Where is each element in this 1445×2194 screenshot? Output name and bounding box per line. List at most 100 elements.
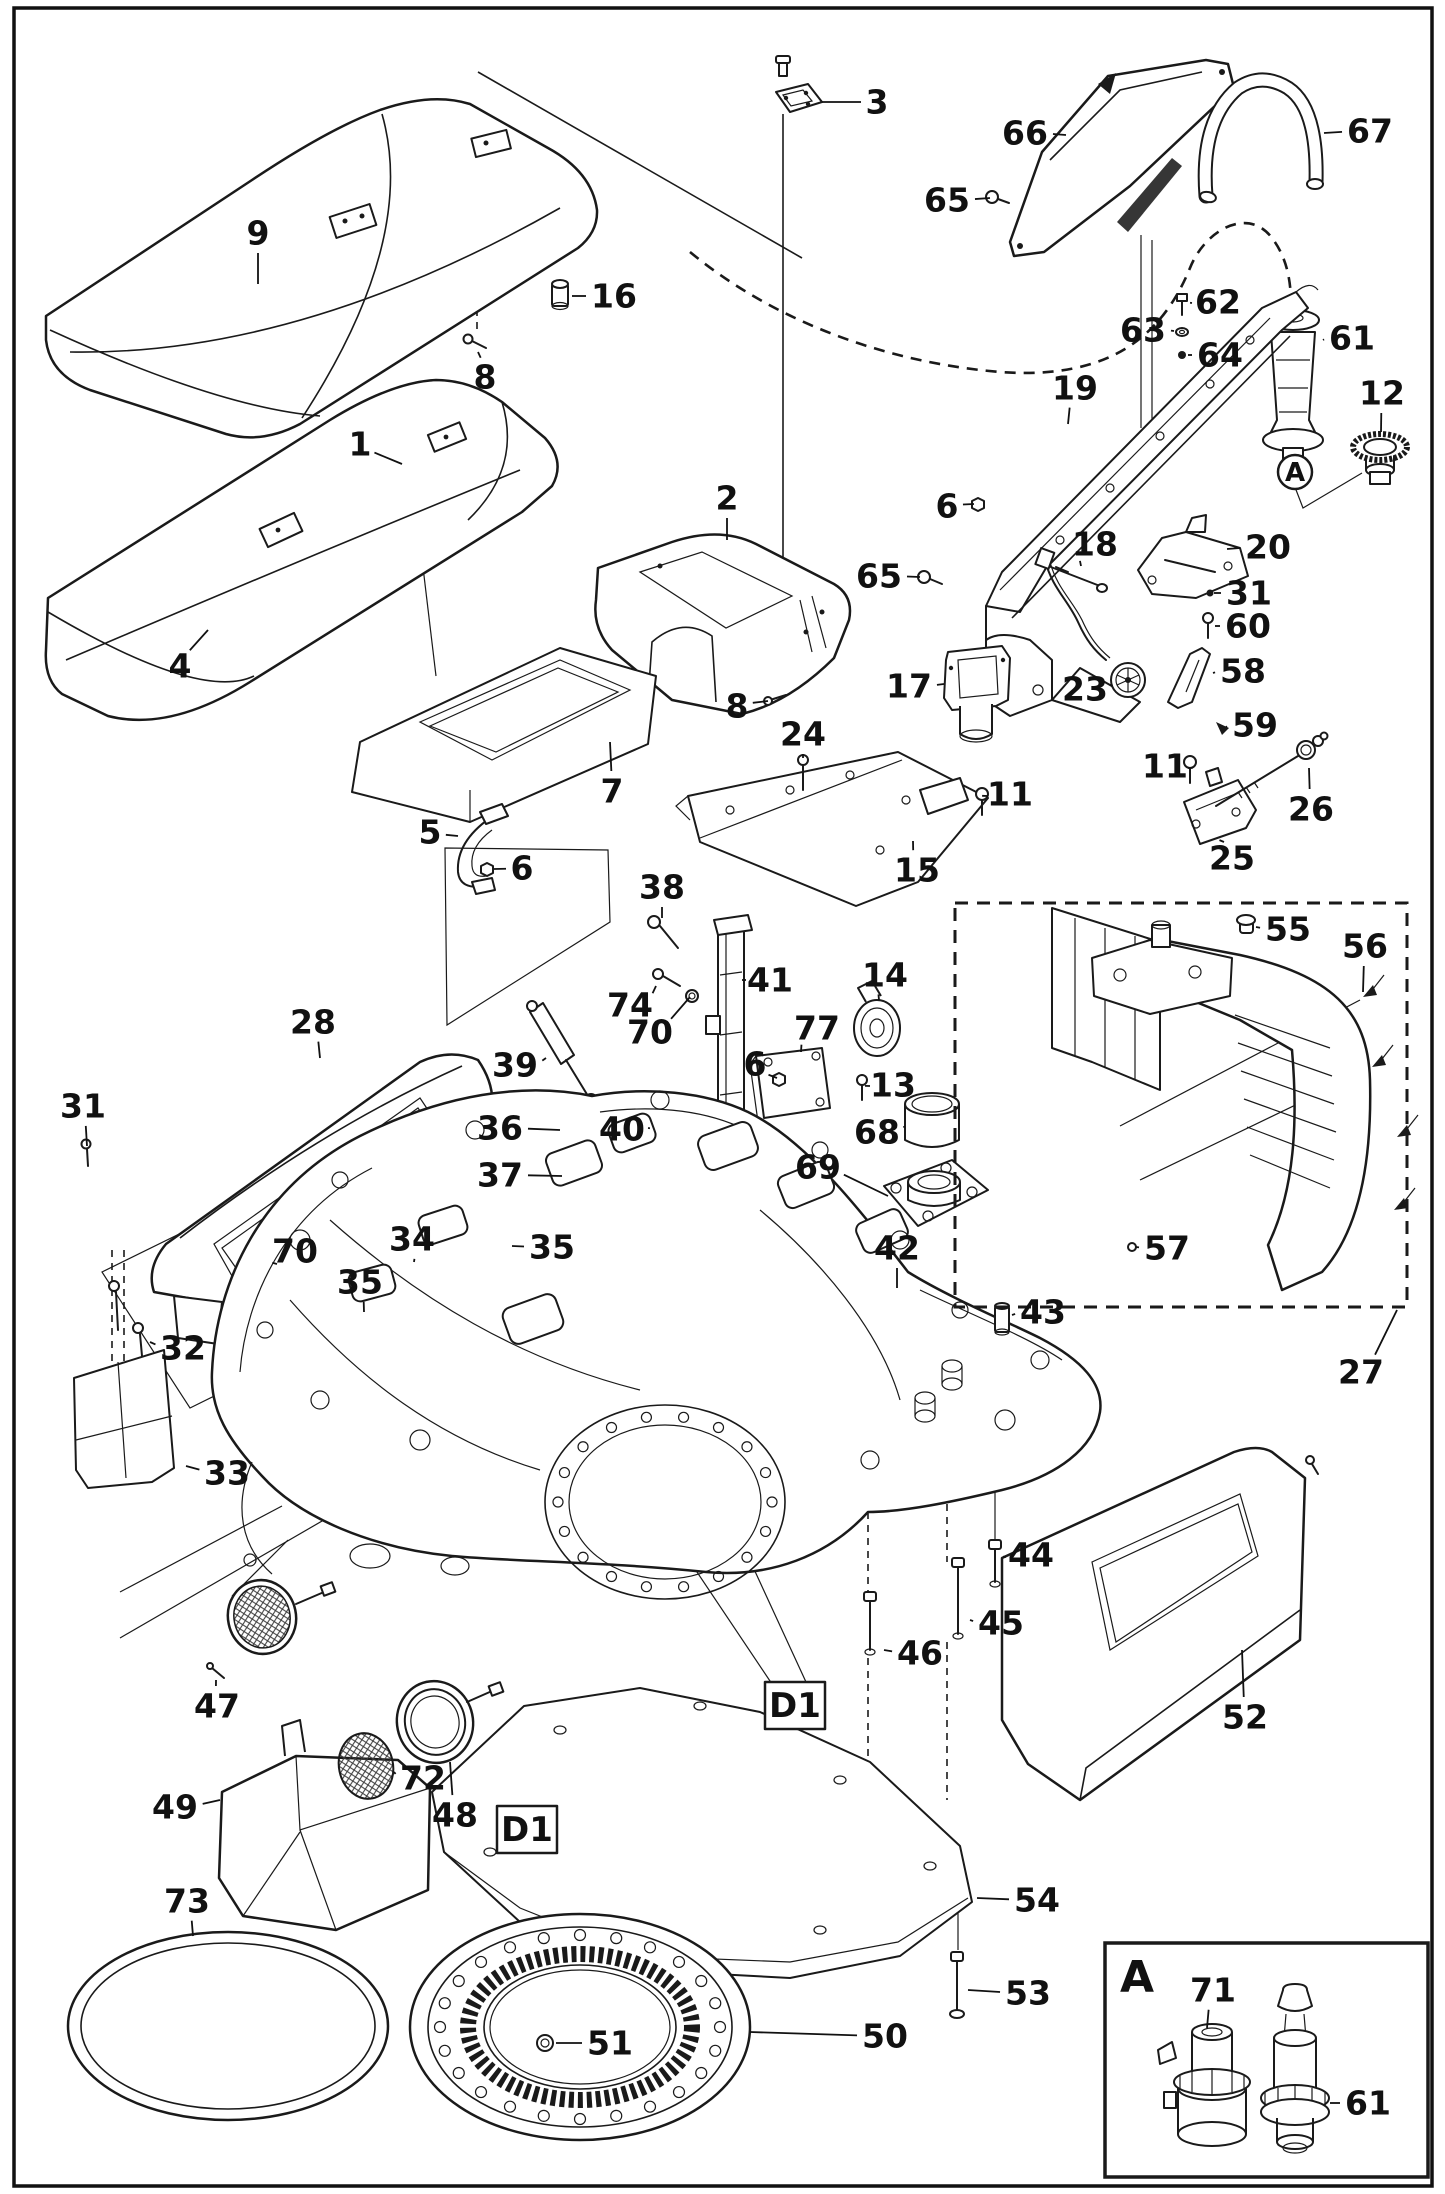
leader-line-56 xyxy=(1362,965,1365,993)
part-67-handle-tube xyxy=(1117,72,1324,232)
part-46-bolt xyxy=(863,1591,877,1656)
leader-line-67 xyxy=(1323,130,1343,134)
callout-38: 38 xyxy=(639,868,685,907)
callout-12: 12 xyxy=(1359,374,1405,413)
part-16-bushing xyxy=(551,279,569,311)
ring-gear-bolt-hole xyxy=(452,2066,465,2080)
leader-line-73 xyxy=(190,1920,194,1937)
leader-line-4 xyxy=(189,629,209,651)
part-52-lower-cover xyxy=(1000,1446,1319,1802)
callout-15: 15 xyxy=(894,851,940,890)
part-3-latch-bracket xyxy=(775,55,823,113)
leader-line-25 xyxy=(1219,839,1225,843)
ring-gear-bolt-hole xyxy=(452,1974,465,1988)
part-33-panel xyxy=(73,1250,175,1489)
leader-line-65 xyxy=(974,197,991,200)
flange-bolt-hole xyxy=(577,1441,589,1453)
part-9-top-cover xyxy=(44,97,599,439)
ring-gear-bolt-hole xyxy=(433,2020,447,2034)
callout-27: 27 xyxy=(1338,1353,1384,1392)
part-72-mesh-lens xyxy=(337,1732,395,1800)
leader-line-6 xyxy=(962,503,975,506)
part-chassis-frame xyxy=(210,1089,1102,1600)
callout-31: 31 xyxy=(1226,574,1272,613)
callout-23: 23 xyxy=(1062,670,1108,709)
flange-bolt-hole xyxy=(759,1466,772,1479)
part-26-cable xyxy=(1215,731,1329,807)
part-13-screw xyxy=(856,1074,868,1101)
leader-line-8 xyxy=(477,351,482,359)
ring-gear-bolt-hole xyxy=(695,1974,708,1988)
callout-16: 16 xyxy=(591,277,637,316)
callout-77: 77 xyxy=(794,1009,840,1048)
callout-72: 72 xyxy=(400,1759,446,1798)
part-44-bolt xyxy=(988,1539,1002,1588)
callout-41: 41 xyxy=(747,961,793,1000)
ring-gear-bolt-hole xyxy=(643,1941,657,1954)
flange-bolt-hole xyxy=(677,1581,690,1593)
leader-line-45 xyxy=(969,1619,974,1622)
callout-8: 8 xyxy=(726,687,749,726)
leader-line-52 xyxy=(1241,1649,1245,1698)
part-2-rear-cover xyxy=(594,533,852,716)
flange-bolt-hole xyxy=(766,1496,778,1508)
callout-32: 32 xyxy=(160,1329,206,1368)
callout-62: 62 xyxy=(1195,283,1241,322)
callout-48: 48 xyxy=(432,1796,478,1835)
ring-gear-bolt-hole xyxy=(537,2109,550,2122)
callout-1: 1 xyxy=(349,425,372,464)
leader-line-74 xyxy=(651,985,657,994)
part-12-cap xyxy=(1350,431,1410,485)
part-49-duct xyxy=(217,1719,432,1932)
part-50-ring-gear xyxy=(408,1912,752,2142)
leader-line-54 xyxy=(976,1897,1010,1901)
callout-6: 6 xyxy=(744,1045,767,1084)
callout-11: 11 xyxy=(1142,747,1188,786)
callout-layer: 1234566678891111121314151617181920232425… xyxy=(60,83,1405,2123)
callout-58: 58 xyxy=(1220,652,1266,691)
part-38-bolt xyxy=(647,915,679,949)
part-48-headlight-bezel xyxy=(395,1679,475,1765)
page-border xyxy=(12,6,1434,2188)
callout-64: 64 xyxy=(1197,336,1243,375)
callout-4: 4 xyxy=(169,647,192,686)
callout-5: 5 xyxy=(419,813,442,852)
leader-line-61 xyxy=(1322,338,1325,341)
detail-box-d1-2: D1 xyxy=(495,1804,559,1855)
callout-9: 9 xyxy=(247,214,270,253)
part-63-washer xyxy=(1175,327,1189,337)
flange-bolt-hole xyxy=(712,1570,725,1583)
flange-bolt-hole xyxy=(741,1551,753,1563)
callout-73: 73 xyxy=(164,1882,210,1921)
callout-65: 65 xyxy=(924,181,970,220)
leader-line-49 xyxy=(202,1799,221,1805)
callout-14: 14 xyxy=(862,956,908,995)
part-68-sleeve xyxy=(904,1092,960,1148)
leader-line-19 xyxy=(1067,407,1071,425)
callout-54: 54 xyxy=(1014,1881,1060,1920)
leader-line-20 xyxy=(1226,547,1241,550)
part-73-gasket-ring xyxy=(66,1930,390,2122)
part-61-filter-inset xyxy=(1260,1983,1330,2154)
leader-line-31 xyxy=(84,1125,88,1147)
leader-line-65 xyxy=(906,575,921,578)
callout-31: 31 xyxy=(60,1087,106,1126)
ring-gear-bolt-hole xyxy=(695,2066,708,2080)
part-7-inner-panel xyxy=(351,647,657,823)
callout-45: 45 xyxy=(978,1604,1024,1643)
part-65-bolt-b xyxy=(917,570,943,585)
leader-line-50 xyxy=(749,2031,858,2037)
callout-44: 44 xyxy=(1008,1536,1054,1575)
callout-36: 36 xyxy=(477,1109,523,1148)
part-48-pin xyxy=(466,1681,505,1703)
flange-bolt-hole xyxy=(677,1411,690,1423)
leader-line-69 xyxy=(843,1173,889,1197)
callout-39: 39 xyxy=(492,1046,538,1085)
leader-line-58 xyxy=(1212,671,1216,674)
ring-gear-bolt-hole xyxy=(709,1997,722,2010)
detail-circle-a-label: A xyxy=(1285,458,1305,488)
leader-line-28 xyxy=(317,1041,321,1059)
part-66-handle-cover xyxy=(1008,58,1236,258)
callout-55: 55 xyxy=(1265,910,1311,949)
